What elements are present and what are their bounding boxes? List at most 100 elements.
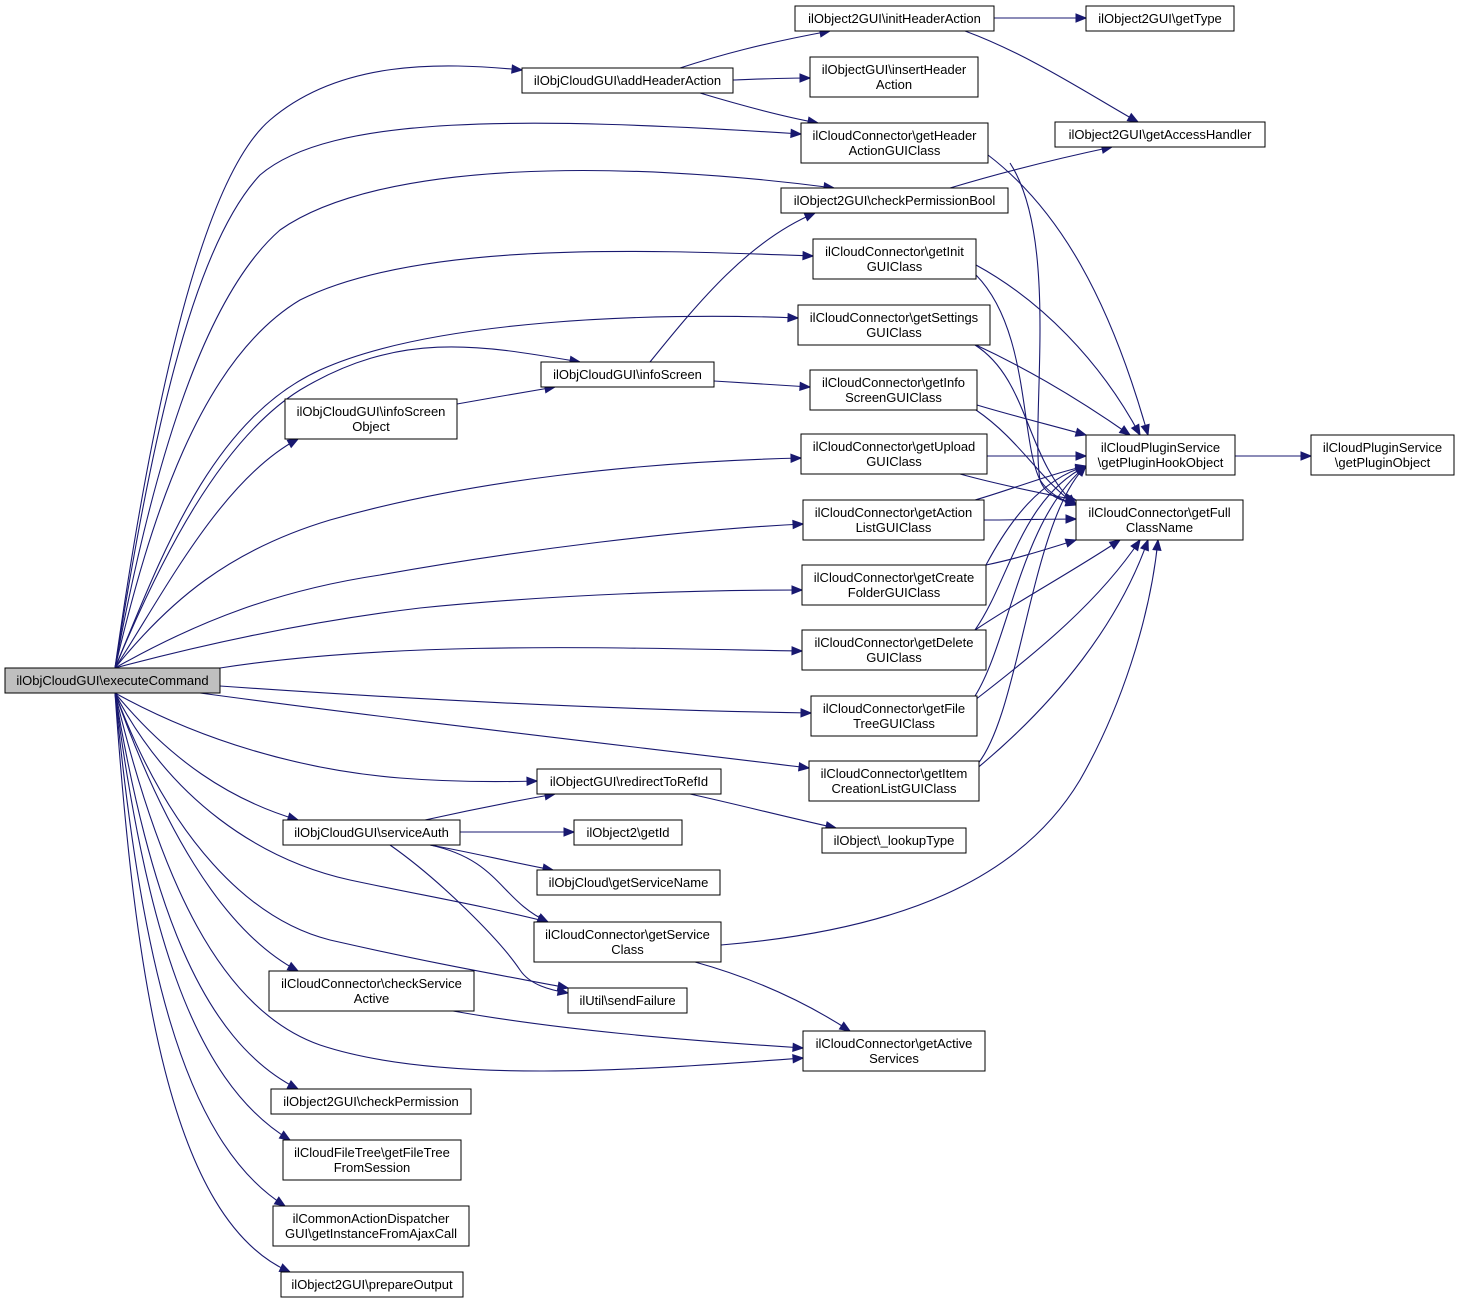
node-box (794, 5, 995, 32)
edge-getUploadGUIClass-to-getPluginHookObject-arrowhead (1075, 451, 1088, 461)
node-getAccessHandler[interactable]: ilObject2GUI\getAccessHandler (1054, 121, 1266, 148)
node-box (821, 827, 967, 854)
edge-executeCommand-to-getCreateFolderGUIClass-line (114, 589, 803, 669)
edge-getInfoScreenGUIClass-to-getFullClassName (975, 409, 1077, 506)
node-box (1085, 5, 1235, 32)
node-getPluginHookObject[interactable]: ilCloudPluginService\getPluginHookObject (1085, 434, 1236, 476)
node-infoScreen[interactable]: ilObjCloudGUI\infoScreen (540, 361, 715, 388)
node-executeCommand[interactable]: ilObjCloudGUI\executeCommand (4, 667, 221, 694)
node-getItemCreationListGUIClass[interactable]: ilCloudConnector\getItemCreationListGUIC… (808, 760, 980, 802)
edge-executeCommand-to-getItemCreationListGUIClass-line (199, 692, 810, 769)
edge-executeCommand-to-getDeleteGUIClass (219, 647, 803, 669)
edge-getSettingsGUIClass-to-getFullClassName (974, 344, 1077, 506)
node-label: ilObject2GUI\prepareOutput (291, 1277, 453, 1292)
edge-executeCommand-to-infoScreenObject (114, 438, 299, 669)
edge-getActionListGUIClass-to-getPluginHookObject-line (974, 465, 1087, 501)
node-getId[interactable]: ilObject2\getId (573, 819, 683, 846)
node-label: ilCloudConnector\getAction (815, 505, 973, 520)
edge-getItemCreationListGUIClass-to-getFullClassName-arrowhead (1139, 538, 1149, 552)
edge-executeCommand-to-getHeaderActionGUIClass-arrowhead (790, 128, 803, 139)
node-lookupType[interactable]: ilObject\_lookupType (821, 827, 967, 854)
edge-getInfoScreenGUIClass-to-getPluginHookObject-line (976, 404, 1087, 436)
edge-getItemCreationListGUIClass-to-getFullClassName-line (974, 539, 1149, 771)
node-label: ListGUIClass (856, 520, 932, 535)
edge-infoScreen-to-checkPermissionBool-arrowhead (803, 212, 817, 222)
node-label: \getPluginObject (1335, 455, 1431, 470)
node-redirectToRefId[interactable]: ilObjectGUI\redirectToRefId (536, 768, 722, 795)
node-serviceAuth[interactable]: ilObjCloudGUI\serviceAuth (282, 819, 461, 846)
node-box (802, 1030, 986, 1072)
node-prepareOutput[interactable]: ilObject2GUI\prepareOutput (280, 1271, 464, 1298)
edge-getDeleteGUIClass-to-getPluginHookObject (974, 465, 1087, 631)
edge-getInitGUIClass-to-getPluginHookObject (975, 264, 1141, 436)
edge-executeCommand-to-redirectToRefId-line (114, 692, 538, 783)
edge-executeCommand-to-getCreateFolderGUIClass-arrowhead (791, 585, 804, 595)
edge-executeCommand-to-checkPermissionBool (114, 169, 835, 669)
node-addHeaderAction[interactable]: ilObjCloudGUI\addHeaderAction (521, 67, 734, 94)
edge-getInfoScreenGUIClass-to-getPluginHookObject-arrowhead (1074, 427, 1088, 437)
edge-getDeleteGUIClass-to-getFullClassName-line (974, 539, 1121, 631)
edge-getDeleteGUIClass-to-getPluginHookObject-line (974, 465, 1087, 631)
edge-infoScreen-to-checkPermissionBool (649, 212, 816, 363)
edge-executeCommand-to-addHeaderAction-arrowhead (511, 64, 524, 74)
node-box (802, 499, 985, 541)
edge-executeCommand-to-serviceAuth (114, 692, 299, 821)
node-label: ilObject\_lookupType (834, 833, 955, 848)
edge-infoScreen-to-checkPermissionBool-line (649, 212, 816, 363)
node-checkPermissionBool[interactable]: ilObject2GUI\checkPermissionBool (780, 187, 1009, 214)
edge-getServiceClass-to-getFullClassName-arrowhead (1152, 538, 1162, 551)
node-getServiceName[interactable]: ilObjCloud\getServiceName (536, 869, 721, 896)
node-checkPermission[interactable]: ilObject2GUI\checkPermission (270, 1088, 472, 1115)
edge-executeCommand-to-sendFailure (114, 692, 569, 989)
edge-serviceAuth-to-getServiceClass-line (429, 844, 549, 923)
node-label: Services (869, 1051, 919, 1066)
edge-addHeaderAction-to-insertHeaderAction-arrowhead (799, 73, 812, 83)
node-label: ilCloudConnector\getDelete (815, 635, 974, 650)
edge-getInfoScreenGUIClass-to-getPluginHookObject (976, 404, 1087, 436)
node-box (801, 629, 987, 671)
edge-executeCommand-to-getDeleteGUIClass-line (219, 647, 803, 669)
node-initHeaderAction[interactable]: ilObject2GUI\initHeaderAction (794, 5, 995, 32)
edge-checkServiceActive-to-getActiveServices-arrowhead (792, 1042, 805, 1053)
edge-checkPermissionBool-to-getAccessHandler (949, 146, 1113, 189)
node-box (1310, 434, 1455, 476)
node-box (270, 1088, 472, 1115)
edge-getItemCreationListGUIClass-to-getPluginHookObject-line (974, 465, 1087, 768)
edge-getUploadGUIClass-to-getFullClassName (959, 473, 1077, 501)
node-box (280, 1271, 464, 1298)
edge-getFileTreeGUIClass-to-getPluginHookObject-line (974, 465, 1087, 697)
edge-executeCommand-to-getInitGUIClass-line (114, 250, 814, 669)
edge-getCreateFolderGUIClass-to-getPluginHookObject (985, 465, 1087, 566)
node-label: \getPluginHookObject (1098, 455, 1224, 470)
node-label: GUIClass (866, 650, 922, 665)
node-getPluginObject[interactable]: ilCloudPluginService\getPluginObject (1310, 434, 1455, 476)
edge-infoScreen-to-getInfoScreenGUIClass-arrowhead (799, 381, 812, 392)
node-sendFailure[interactable]: ilUtil\sendFailure (567, 987, 688, 1014)
node-getType[interactable]: ilObject2GUI\getType (1085, 5, 1235, 32)
node-label: ilObject2GUI\initHeaderAction (808, 11, 981, 26)
edge-executeCommand-to-checkPermission-arrowhead (286, 1079, 300, 1090)
node-label: ClassName (1126, 520, 1193, 535)
edge-getFileTreeGUIClass-to-getPluginHookObject (974, 465, 1087, 697)
node-box (800, 122, 989, 164)
node-label: ilCloudPluginService (1323, 440, 1442, 455)
node-getInstanceFromAjaxCall[interactable]: ilCommonActionDispatcherGUI\getInstanceF… (272, 1205, 470, 1247)
edge-executeCommand-to-infoScreenObject-arrowhead (286, 438, 300, 449)
node-box (540, 361, 715, 388)
